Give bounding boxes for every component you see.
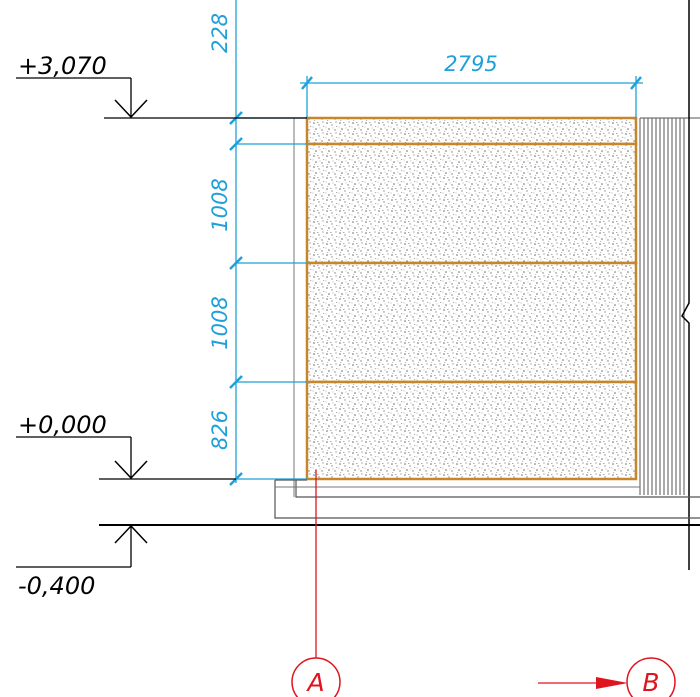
axis-label-a: A (305, 668, 324, 697)
block-layer-1 (305, 116, 638, 146)
dimension-label-826: 826 (208, 410, 232, 450)
elevation-mark-top: +3,070 (16, 52, 307, 119)
axis-b: B (538, 657, 676, 697)
block-layer-2 (305, 142, 638, 265)
width-dimension: 2795 (300, 52, 643, 118)
dimension-label-228: 228 (208, 13, 232, 53)
foundation (99, 479, 700, 526)
dimension-label-1008-upper: 1008 (208, 178, 232, 231)
break-line (681, 0, 690, 570)
axis-a: A (291, 470, 341, 697)
height-dimension-chain: 228 1008 1008 826 (208, 0, 307, 486)
adjacent-wall-section (639, 117, 700, 495)
dimension-label-1008-lower: 1008 (208, 296, 232, 349)
elevation-mark-zero: +0,000 (16, 411, 236, 480)
axis-label-b: B (642, 668, 659, 697)
elevation-label-top: +3,070 (18, 52, 107, 80)
elevation-label-ground: -0,400 (18, 572, 95, 600)
block-layer-3 (305, 261, 638, 384)
elevation-mark-ground: -0,400 (16, 524, 148, 600)
wall-panel (293, 116, 638, 497)
arrow-right-icon (596, 677, 628, 689)
width-dimension-label: 2795 (444, 52, 497, 76)
block-layer-4 (305, 380, 638, 481)
elevation-label-zero: +0,000 (18, 411, 107, 439)
